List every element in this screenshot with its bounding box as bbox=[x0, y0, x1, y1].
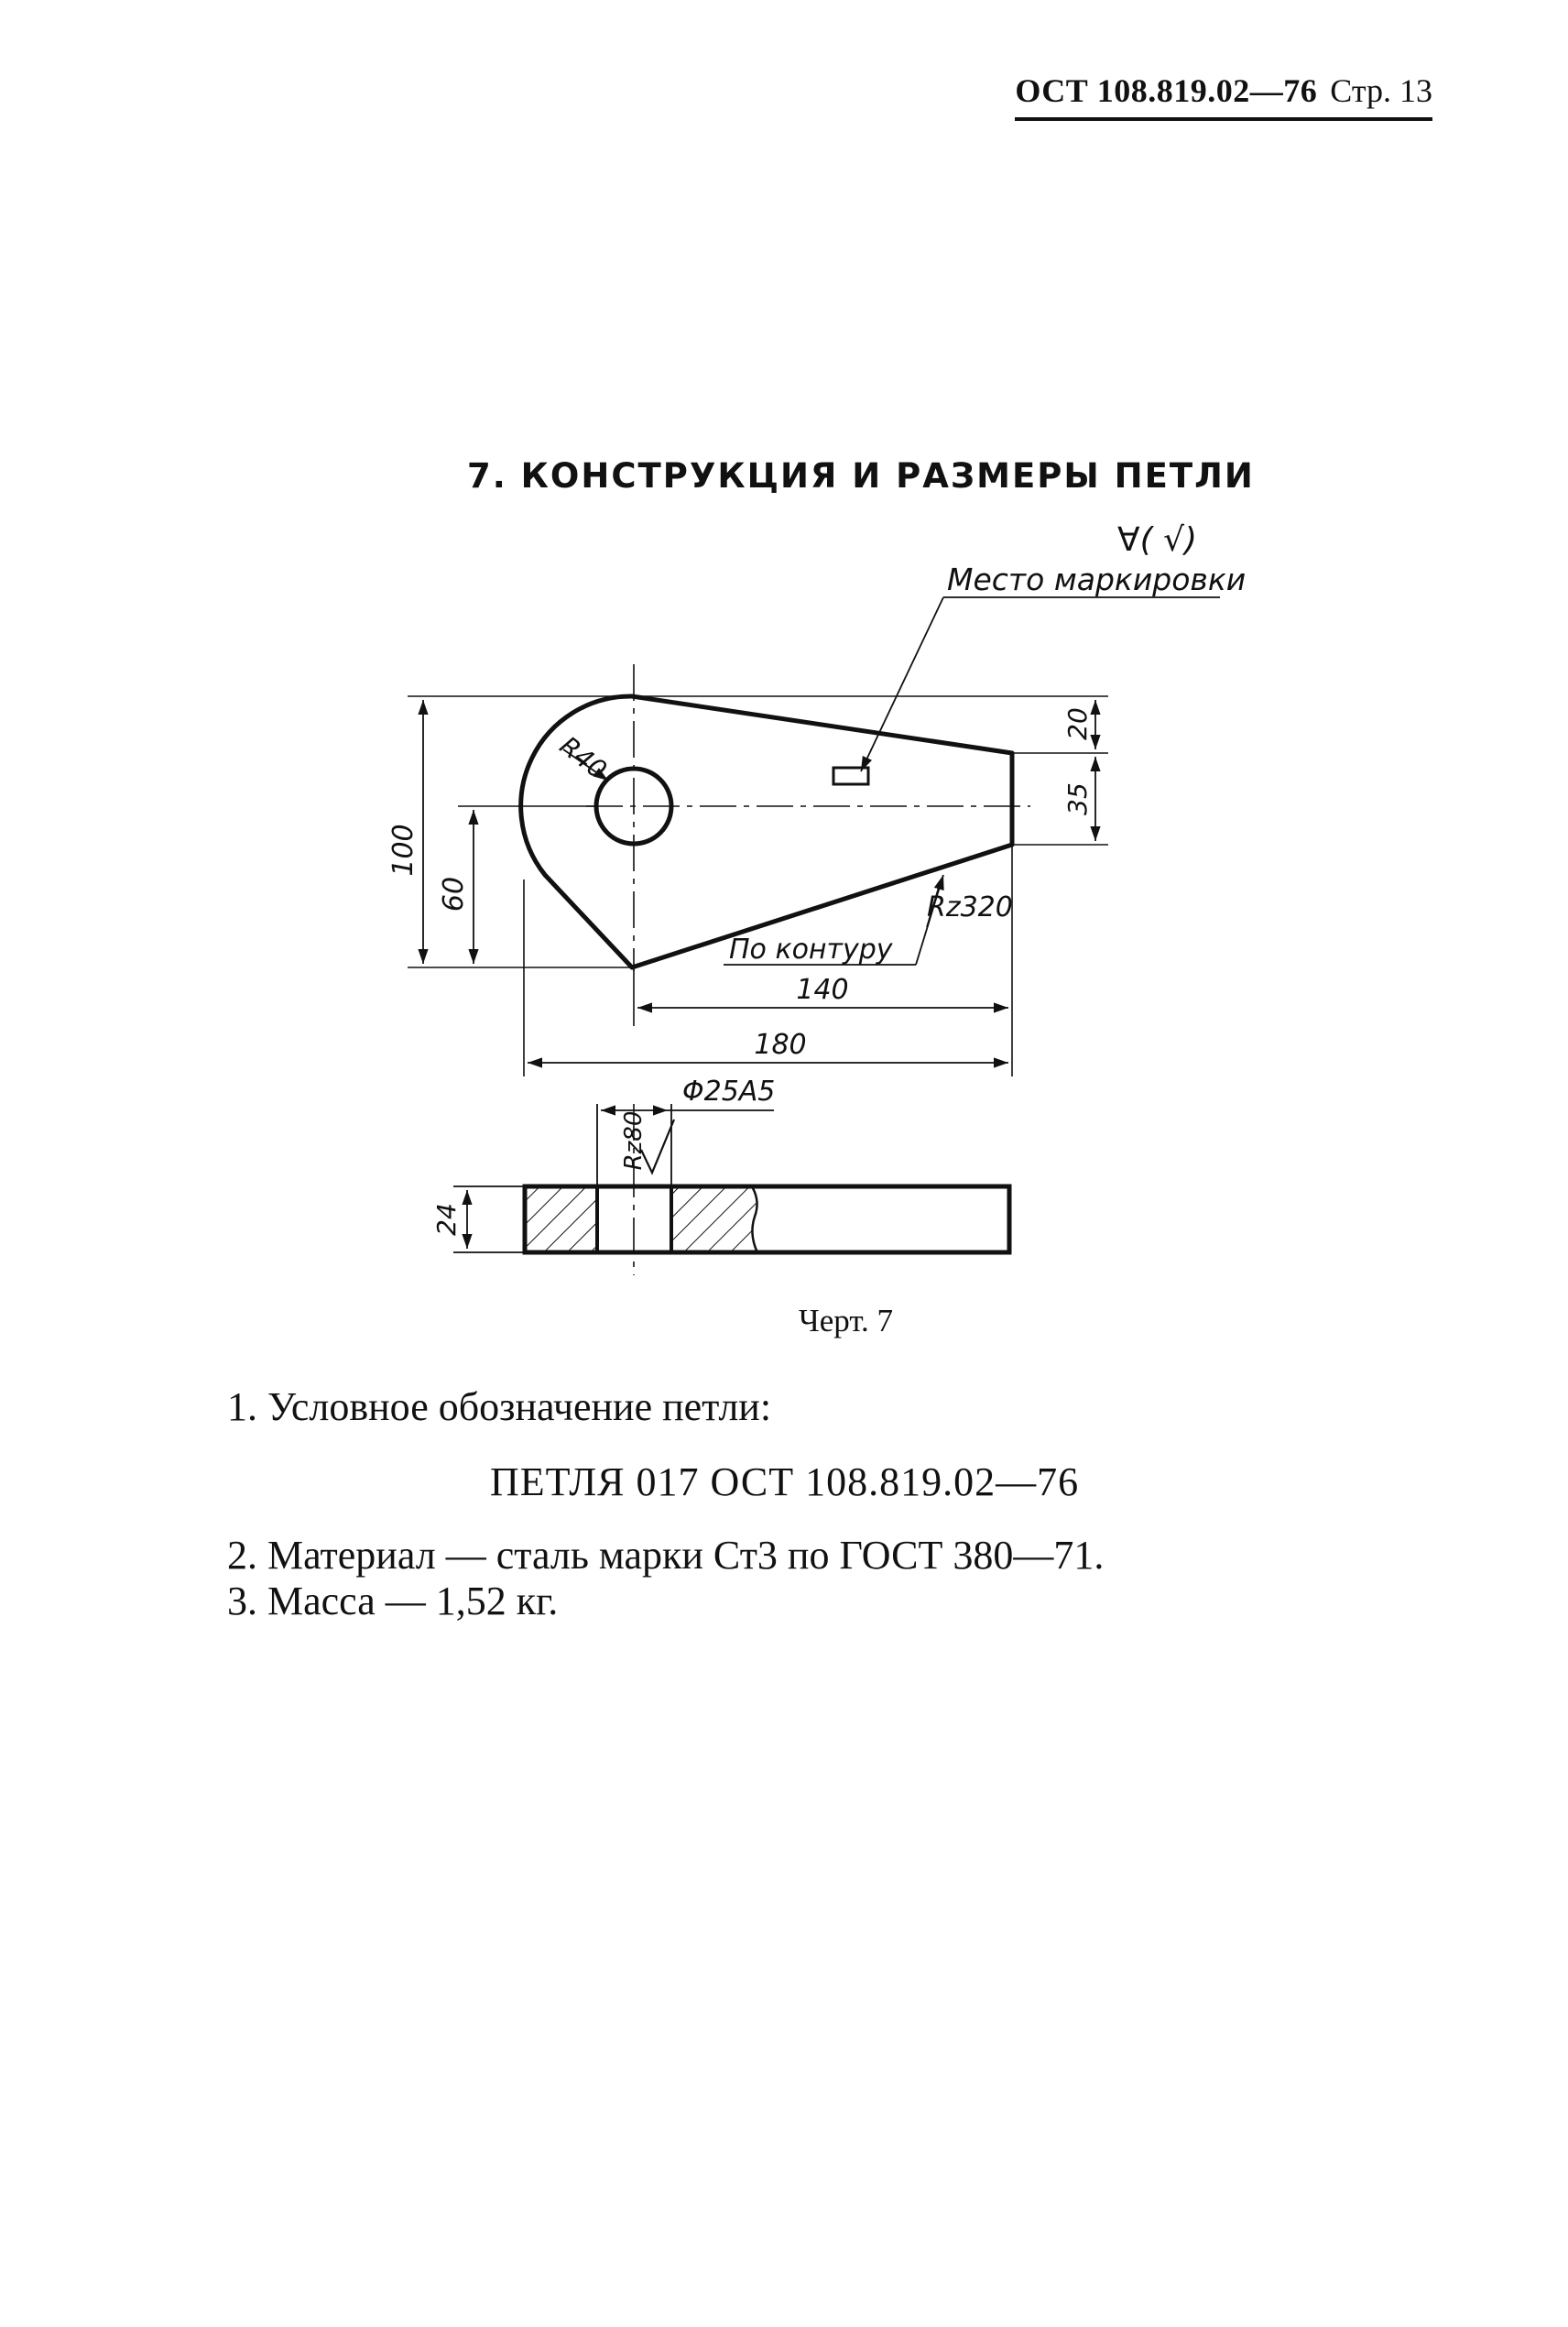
section-hatch-right bbox=[671, 1188, 757, 1251]
dim-text-100: 100 bbox=[387, 824, 419, 876]
marking-leader bbox=[860, 596, 1220, 772]
page-number: Стр. 13 bbox=[1330, 72, 1432, 109]
marking-place-label: Место маркировки bbox=[947, 562, 1246, 597]
dim-text-180: 180 bbox=[754, 1029, 806, 1061]
note-item-2: 2. Материал — сталь марки Ст3 по ГОСТ 38… bbox=[227, 1533, 1105, 1578]
extension-lines bbox=[408, 695, 1108, 1076]
roughness-hole-label: Rz80 bbox=[620, 1111, 648, 1171]
dim-text-20: 20 bbox=[1062, 707, 1093, 740]
hinge-outline bbox=[518, 694, 1015, 970]
standard-code: ОСТ 108.819.02—76 bbox=[1015, 72, 1318, 109]
marking-place-rect bbox=[832, 766, 870, 786]
section-hatch-left bbox=[527, 1188, 597, 1251]
dim-text-35: 35 bbox=[1062, 782, 1093, 815]
dim-text-140: 140 bbox=[796, 974, 848, 1006]
hole-diameter-label: Φ25A5 bbox=[682, 1076, 775, 1108]
dim-text-24: 24 bbox=[431, 1203, 462, 1236]
note-item-3: 3. Масса — 1,52 кг. bbox=[227, 1579, 559, 1623]
contour-leader bbox=[724, 874, 944, 966]
top-view bbox=[518, 664, 1030, 971]
section-view bbox=[522, 1104, 1012, 1275]
contour-label: По контуру bbox=[729, 934, 894, 966]
hinge-designation: ПЕТЛЯ 017 ОСТ 108.819.02—76 bbox=[490, 1459, 1080, 1504]
dimension-lines bbox=[418, 700, 1101, 1068]
radius-leader bbox=[562, 748, 609, 781]
section-outline bbox=[522, 1184, 1012, 1255]
roughness-contour-label: Rz320 bbox=[927, 891, 1013, 923]
figure-caption: Черт. 7 bbox=[799, 1303, 893, 1338]
page-header: ОСТ 108.819.02—76 Стр. 13 bbox=[1015, 71, 1432, 121]
note-item-1: 1. Условное обозначение петли: bbox=[227, 1384, 772, 1429]
dim-text-60: 60 bbox=[438, 877, 470, 912]
roughness-symbol: ∀( √) bbox=[1117, 521, 1197, 559]
section-dimensions bbox=[453, 1104, 774, 1253]
section-title: 7. КОНСТРУКЦИЯ И РАЗМЕРЫ ПЕТЛИ bbox=[467, 456, 1255, 496]
